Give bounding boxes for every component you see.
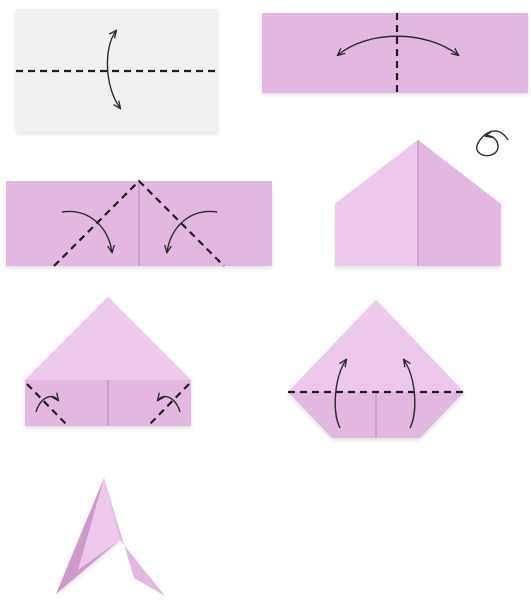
- finished-module-front: [104, 478, 165, 596]
- step-4: [335, 130, 509, 266]
- curved-arrow-down-icon: [106, 31, 120, 108]
- curved-arrow-icon: [35, 396, 58, 413]
- curved-arrow-icon: [167, 210, 218, 252]
- fold-line: [26, 383, 67, 425]
- step-7: [56, 478, 165, 596]
- double-arrow-icon: [338, 35, 458, 55]
- fold-line: [149, 383, 190, 425]
- step-2: [262, 13, 528, 93]
- top-triangle: [288, 300, 464, 392]
- pink-paper-strip: [262, 13, 528, 93]
- step-3: [6, 179, 272, 267]
- step-5: [25, 297, 191, 426]
- step-1: [16, 9, 218, 132]
- curved-arrow-up-icon: [334, 360, 346, 429]
- step-6: [288, 300, 464, 438]
- fold-line: [53, 179, 225, 267]
- curved-arrow-icon: [61, 210, 112, 252]
- finished-module-flap: [78, 478, 120, 570]
- curved-arrow-icon: [158, 396, 181, 413]
- curved-arrow-up-icon: [404, 360, 416, 429]
- flip-over-icon: [476, 130, 509, 157]
- top-triangle: [25, 297, 191, 380]
- left-flap: [335, 140, 418, 266]
